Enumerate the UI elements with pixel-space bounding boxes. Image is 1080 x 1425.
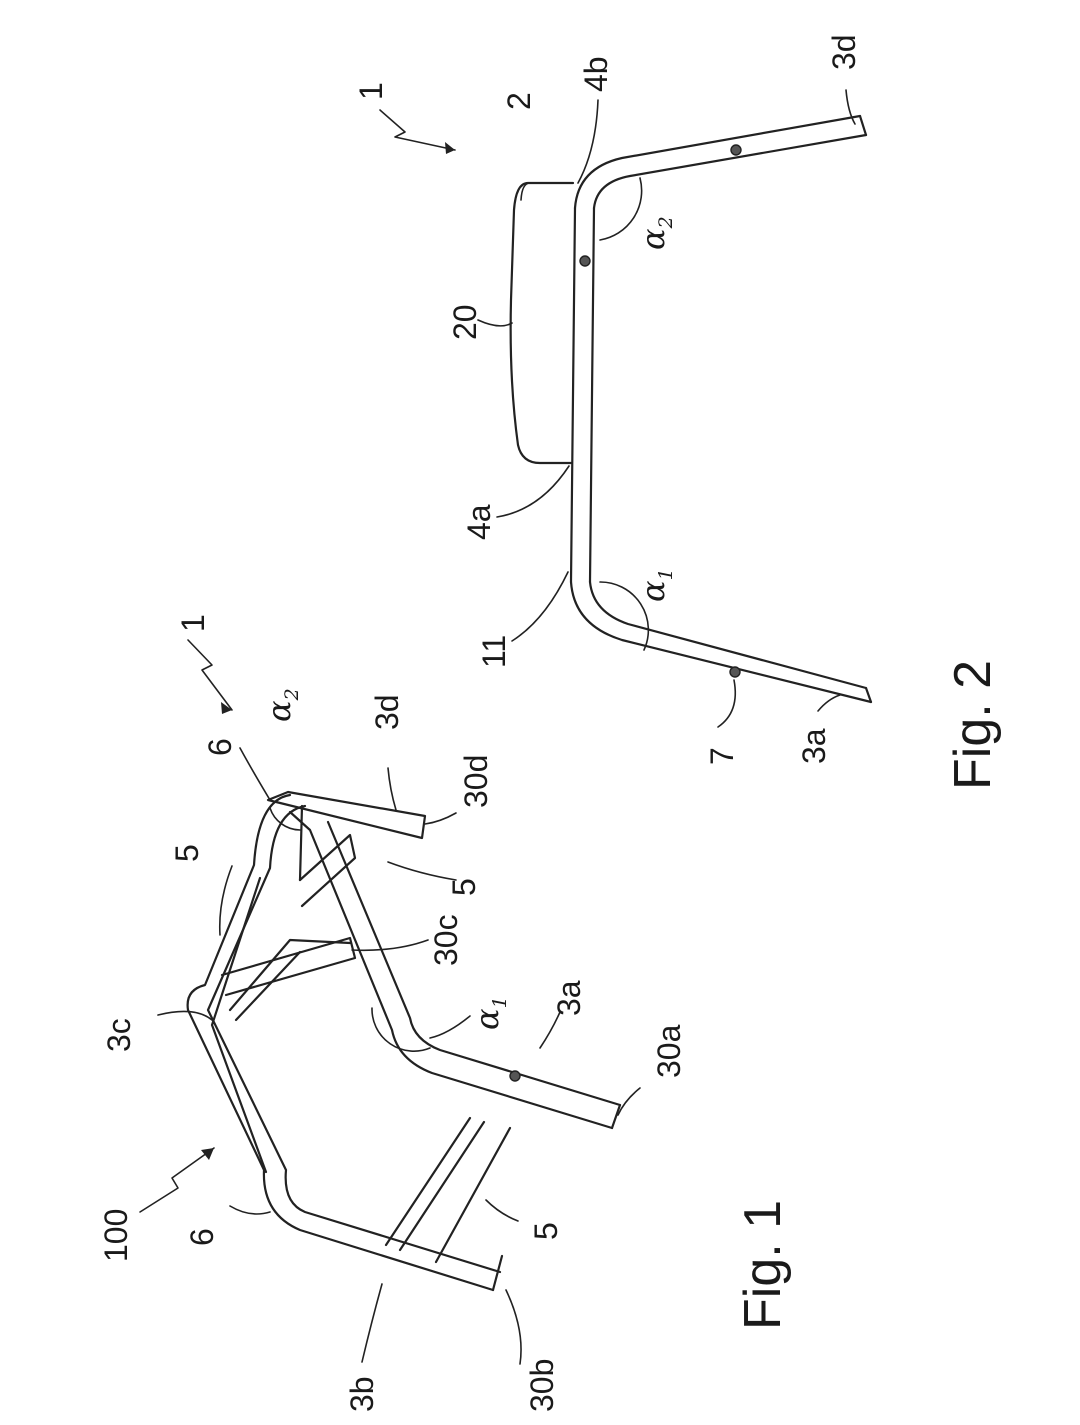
fig1-leader-5c <box>387 861 457 881</box>
fig1-leader-5b <box>218 865 233 936</box>
fig1-label-3b: 3b <box>344 1376 380 1412</box>
fig1-drawing <box>139 639 641 1365</box>
fig1-leader-6b <box>239 747 271 801</box>
fig2-angle-arc-alpha1 <box>599 581 650 651</box>
fig1-ref-arrow-100 <box>139 1147 215 1213</box>
fig1-leader-5a <box>485 1199 519 1222</box>
fig2-label-20: 20 <box>447 304 483 340</box>
fig1-leader-30d <box>424 812 457 825</box>
fig1-crossmember-5-upper <box>298 833 357 908</box>
fig1-label-30a: 30a <box>651 1024 687 1078</box>
fig1-label-5a: 5 <box>528 1222 564 1240</box>
fig1-leg-3b-edge <box>491 1254 504 1292</box>
fig2-leg-3a-end <box>864 686 873 704</box>
fig1-label-30c: 30c <box>428 914 464 966</box>
fig2-label-alpha1: α1 <box>634 568 677 602</box>
fig2-leader-20 <box>477 319 513 327</box>
fig1-leader-3c <box>157 1010 213 1021</box>
fig1-label-6b: 6 <box>202 738 238 756</box>
fig2-label-7: 7 <box>704 747 740 765</box>
fig2-leader-3d <box>845 89 856 125</box>
fig1-arrowhead-100 <box>201 1148 214 1160</box>
fig2-label-4a: 4a <box>461 504 497 540</box>
fig2-leg-3d <box>573 114 862 210</box>
fig1-label-5c: 5 <box>446 878 482 896</box>
fig1-label-6a: 6 <box>184 1228 220 1246</box>
fig2-label-alpha2: α2 <box>634 216 677 250</box>
fig2-seat-cushion-2 <box>509 181 575 465</box>
fig2-leader-4a <box>496 465 570 518</box>
fig1-crossmember-5-mid <box>228 938 352 1022</box>
fig1-label-3a: 3a <box>551 980 587 1016</box>
fig1-label-30d: 30d <box>458 755 494 808</box>
fig1-front-rail-inner <box>206 804 502 1274</box>
fig2-arrowhead-1 <box>445 142 455 154</box>
fig1-leader-30b <box>505 1289 522 1365</box>
fig1-leg-3a-outer <box>288 810 614 1130</box>
fig1-ref-arrow-1 <box>187 639 233 711</box>
fig1-crossmember-5-lower <box>384 1116 512 1264</box>
fig1-angle-arc-alpha1 <box>371 1007 431 1052</box>
fig1-label-3c: 3c <box>101 1018 137 1052</box>
fig1-leader-30a <box>617 1087 641 1116</box>
fig2-ref-arrow-1 <box>379 109 456 151</box>
fig1-leader-3b <box>361 1283 383 1363</box>
fig1-angle-arc-alpha2 <box>269 807 301 831</box>
fig2-label-11: 11 <box>476 635 512 668</box>
fig2-leader-3a <box>817 694 841 712</box>
fig1-label-alpha2: α2 <box>260 688 303 722</box>
fig2-label-3d: 3d <box>826 34 862 70</box>
fig1-leg-30a-end <box>610 1103 622 1130</box>
fig2-leg-3d-inner <box>592 133 868 210</box>
fig2-fastener-3d <box>730 144 742 156</box>
fig1-leader-3d <box>387 767 397 811</box>
fig2-leader-7 <box>717 679 737 728</box>
fig1-label-alpha1: α1 <box>468 996 511 1030</box>
fig2-label-2: 2 <box>501 92 537 110</box>
fig2-label-3a: 3a <box>796 728 832 764</box>
fig1-label-1: 1 <box>175 614 211 632</box>
fig2-crossbar-inner <box>588 206 596 584</box>
fig1-caption: Fig. 1 <box>734 1200 792 1330</box>
fig2-crossbar-11 <box>569 206 577 584</box>
fig2-leg-3a <box>569 580 873 704</box>
fig2-drawing <box>379 89 873 728</box>
fig2-leader-11 <box>511 571 569 642</box>
fig2-label-4b: 4b <box>578 56 614 92</box>
fig1-leader-6a <box>229 1205 271 1215</box>
fig2-leader-4b <box>577 99 599 184</box>
fig2-leg-3a-inner <box>588 580 868 690</box>
fig1-label-3d: 3d <box>369 694 405 730</box>
fig2-angle-arc-alpha2 <box>599 177 643 241</box>
fig1-leg-3d <box>266 790 427 840</box>
fig1-leader-3a <box>539 1011 561 1049</box>
fig1-back-rail <box>210 876 268 1174</box>
fig1-front-rail-outer <box>186 793 495 1292</box>
fig2-fastener-top <box>579 255 591 267</box>
fig1-label-5b: 5 <box>169 844 205 862</box>
fig1-leg-3a-inner <box>326 820 622 1107</box>
fig1-arrowhead-1 <box>221 702 232 714</box>
fig1-label-30b: 30b <box>524 1359 560 1412</box>
fig1-label-100: 100 <box>98 1209 134 1262</box>
fig2-cushion-edge <box>520 182 531 201</box>
fig2-caption: Fig. 2 <box>944 660 1002 790</box>
fig1-leader-alpha1 <box>429 1015 471 1039</box>
fig2-leg-3d-end <box>858 114 868 137</box>
fig1-leg-3c <box>220 936 357 997</box>
fig1-leg-3d-post <box>298 804 304 882</box>
fig2-label-1: 1 <box>353 82 389 100</box>
fig2-fastener-7 <box>729 666 741 678</box>
fig1-fastener <box>509 1070 521 1082</box>
fig1-leader-30c <box>351 939 429 952</box>
